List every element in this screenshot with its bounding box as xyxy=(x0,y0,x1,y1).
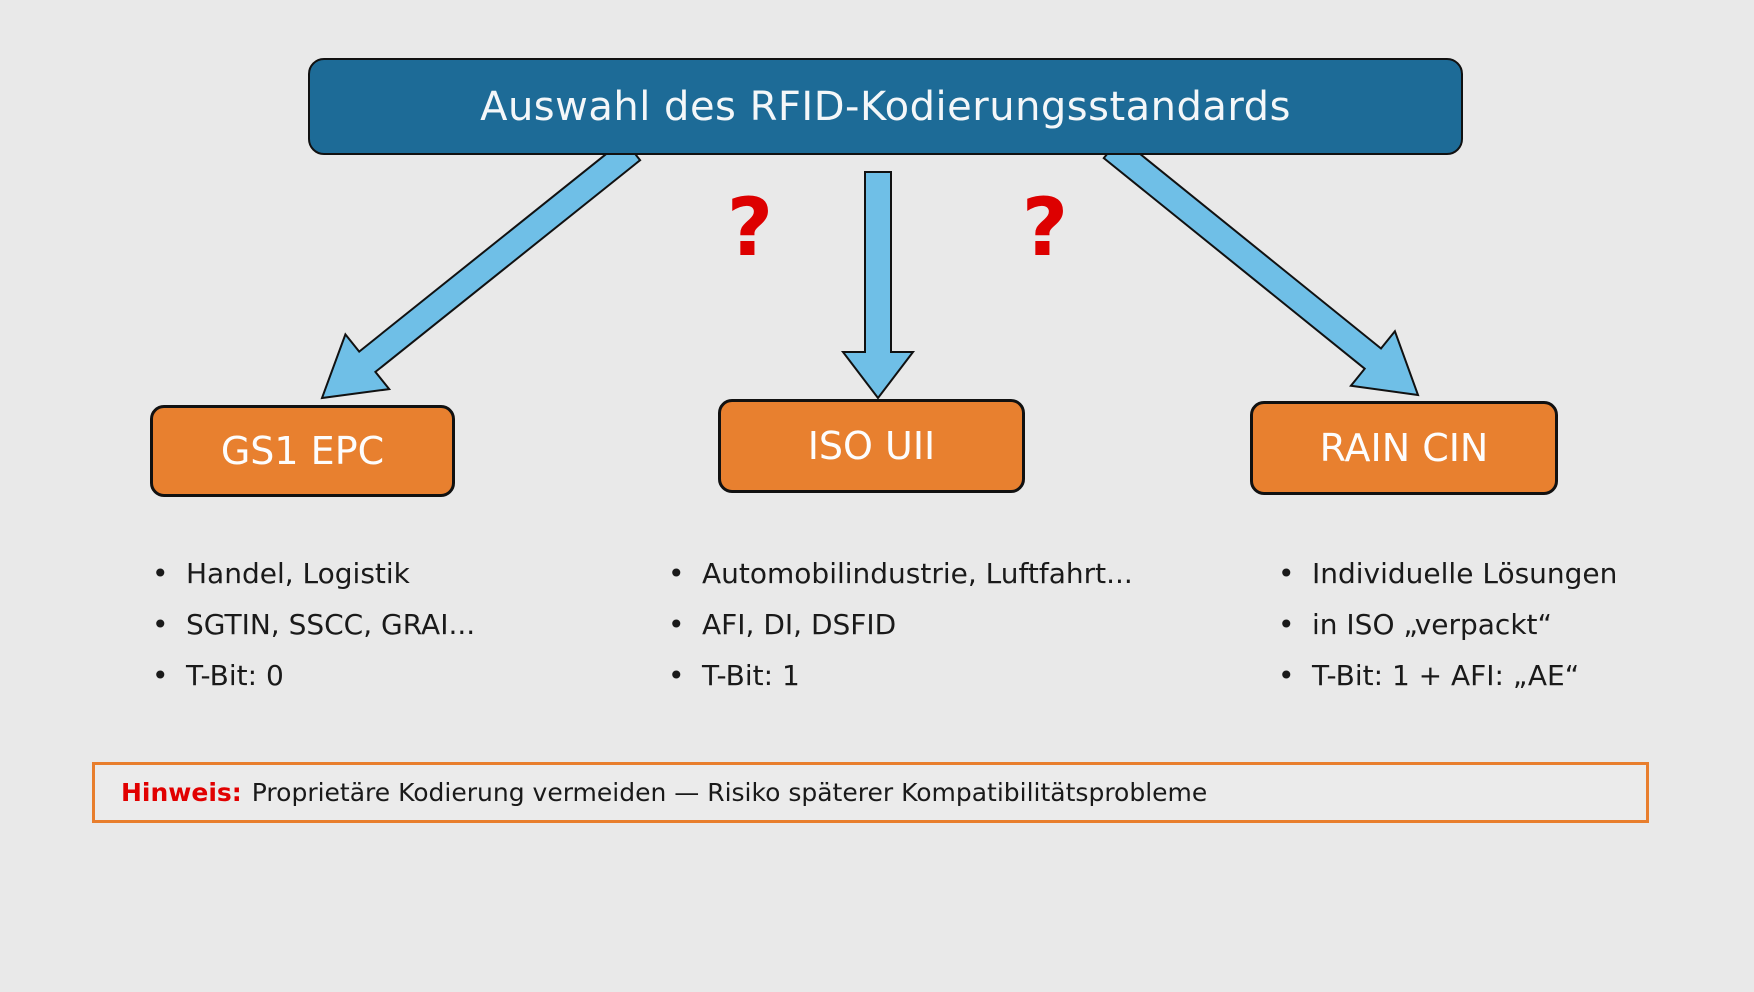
question-mark-right: ? xyxy=(1021,181,1069,274)
bullet-icon: • xyxy=(1278,659,1295,692)
note-box: Hinweis: Proprietäre Kodierung vermeiden… xyxy=(92,762,1649,823)
list-item: •T-Bit: 1 xyxy=(668,659,800,692)
standard-label-rain-cin: RAIN CIN xyxy=(1319,426,1489,470)
bullet-icon: • xyxy=(668,557,685,590)
arrow-to-rain-cin xyxy=(1102,136,1420,397)
arrow-to-gs1-epc xyxy=(320,138,642,400)
note-label: Hinweis: xyxy=(121,778,242,807)
title-box: Auswahl des RFID-Kodierungsstandards xyxy=(308,58,1463,155)
page-title: Auswahl des RFID-Kodierungsstandards xyxy=(480,83,1291,130)
arrow-to-iso-uii xyxy=(840,171,916,400)
list-item: •T-Bit: 0 xyxy=(152,659,284,692)
list-item: •Individuelle Lösungen xyxy=(1278,557,1618,590)
bullet-icon: • xyxy=(152,557,169,590)
bullet-icon: • xyxy=(152,659,169,692)
list-item: •T-Bit: 1 + AFI: „AE“ xyxy=(1278,659,1580,692)
standard-label-iso-uii: ISO UII xyxy=(807,424,936,468)
list-item: •AFI, DI, DSFID xyxy=(668,608,897,641)
bullet-icon: • xyxy=(152,608,169,641)
bullet-list-gs1-epc: •Handel, Logistik •SGTIN, SSCC, GRAI... … xyxy=(152,556,612,709)
bullet-icon: • xyxy=(668,659,685,692)
bullet-icon: • xyxy=(1278,608,1295,641)
note-text: Proprietäre Kodierung vermeiden — Risiko… xyxy=(251,778,1208,807)
standard-box-iso-uii: ISO UII xyxy=(718,399,1025,493)
question-mark-left: ? xyxy=(726,181,774,274)
list-item: •Automobilindustrie, Luftfahrt... xyxy=(668,557,1133,590)
list-item: •Handel, Logistik xyxy=(152,557,410,590)
bullet-list-iso-uii: •Automobilindustrie, Luftfahrt... •AFI, … xyxy=(668,556,1168,709)
bullet-icon: • xyxy=(668,608,685,641)
standard-box-gs1-epc: GS1 EPC xyxy=(150,405,455,497)
standard-label-gs1-epc: GS1 EPC xyxy=(220,429,385,473)
bullet-icon: • xyxy=(1278,557,1295,590)
standard-box-rain-cin: RAIN CIN xyxy=(1250,401,1558,495)
list-item: •SGTIN, SSCC, GRAI... xyxy=(152,608,476,641)
bullet-list-rain-cin: •Individuelle Lösungen •in ISO „verpackt… xyxy=(1278,556,1738,709)
list-item: •in ISO „verpackt“ xyxy=(1278,608,1553,641)
